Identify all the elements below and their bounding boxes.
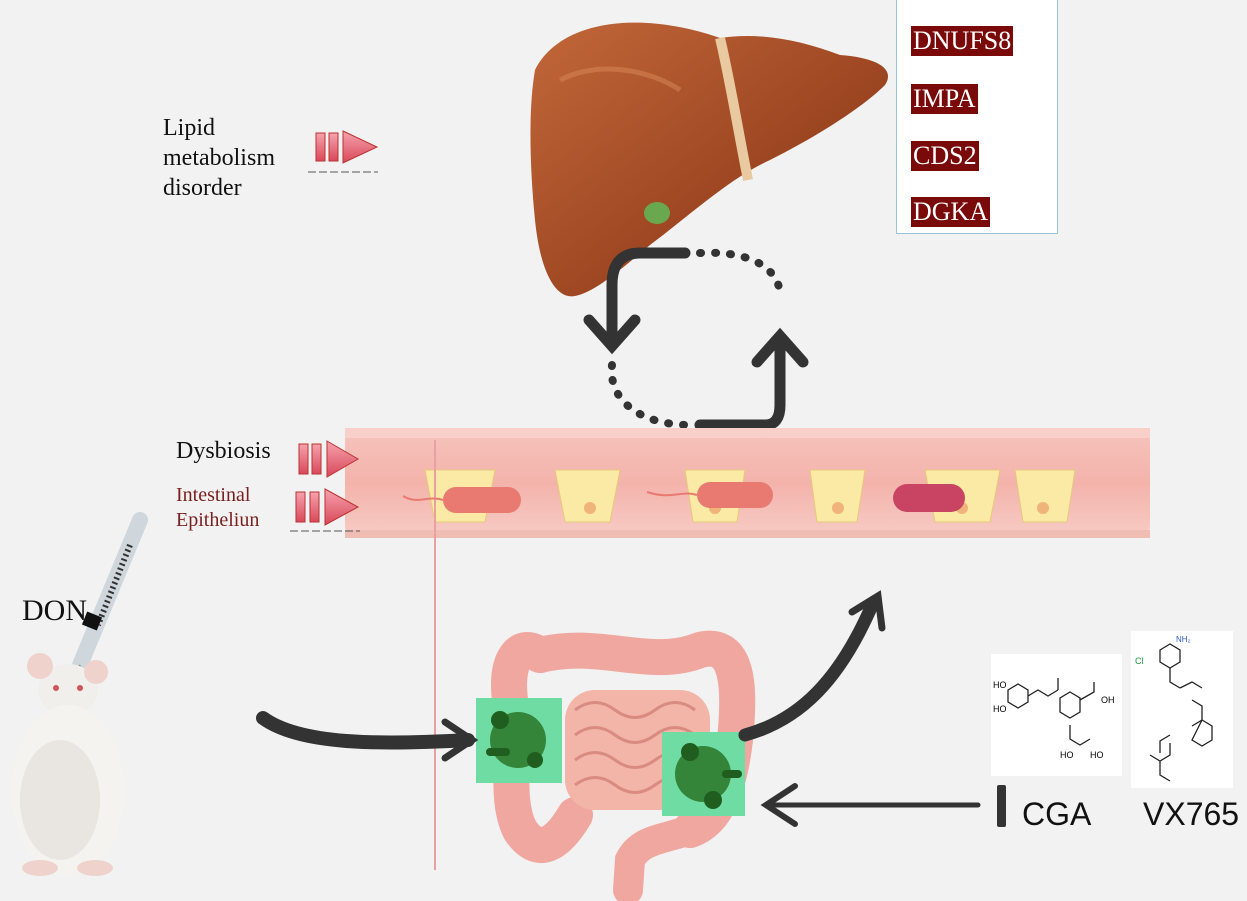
inhibitor-bar-icon (997, 785, 1006, 827)
play-forward-icon (308, 130, 379, 173)
play-forward-icon (290, 488, 360, 532)
cga-structure: HO HO OH HO HO (991, 654, 1122, 776)
inhibitor-arrow (760, 783, 981, 827)
vx765-structure: Cl NH₂ (1131, 631, 1233, 788)
arrow-don-to-gut (256, 711, 479, 762)
don-label: DON (22, 594, 87, 627)
chem-label: HO (1090, 750, 1104, 760)
chem-label: NH₂ (1176, 635, 1191, 644)
gene-label: IMPA (911, 84, 978, 114)
cga-label: CGA (1022, 796, 1092, 832)
lipid-line: metabolism (163, 145, 275, 171)
dysbiosis-label: Dysbiosis (176, 438, 271, 464)
microbe-icon (662, 732, 745, 816)
arrow-gut-to-epithelium (738, 590, 886, 742)
rat-icon (12, 653, 124, 876)
liver-icon (530, 22, 888, 297)
epithelium-line: Epitheliun (176, 509, 260, 531)
epithelium-line: Intestinal (176, 484, 251, 506)
intestinal-epithelium-label: Intestinal Epitheliun (176, 483, 259, 533)
chem-label: OH (1101, 695, 1115, 705)
chem-label: HO (993, 680, 1007, 690)
gene-label: DGKA (911, 197, 991, 227)
chem-label: Cl (1135, 656, 1144, 666)
chem-label: HO (993, 704, 1007, 714)
bacteria (402, 482, 965, 513)
microbe-icon (476, 698, 562, 783)
feedback-cycle-arrows (583, 247, 809, 431)
chem-label: HO (1060, 750, 1074, 760)
lipid-line: disorder (163, 175, 242, 201)
lipid-metabolism-label: Lipid metabolism disorder (163, 113, 275, 203)
gene-label: CDS2 (911, 141, 979, 171)
play-forward-icon (298, 440, 359, 478)
lipid-line: Lipid (163, 115, 215, 141)
gene-list-box: DNUFS8 IMPA CDS2 DGKA (896, 0, 1058, 234)
vx765-label: VX765 (1143, 796, 1240, 832)
gene-label: DNUFS8 (911, 26, 1014, 56)
